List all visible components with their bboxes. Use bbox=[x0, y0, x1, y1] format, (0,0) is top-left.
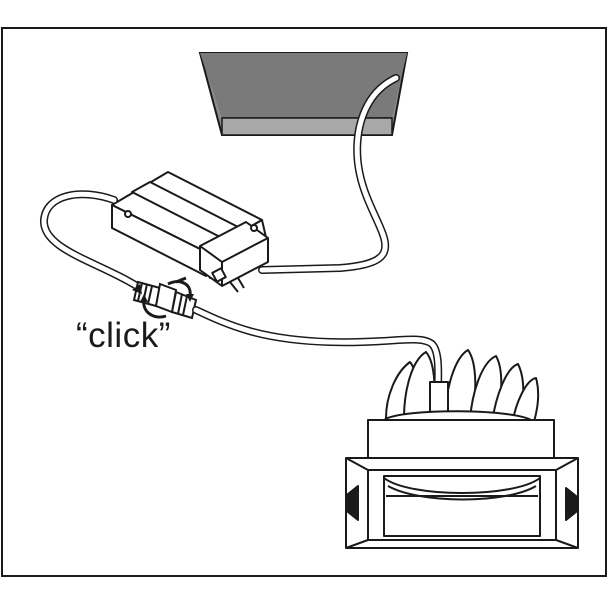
driver-cable bbox=[40, 190, 144, 292]
led-driver-box bbox=[111, 171, 269, 293]
lamp-cable bbox=[192, 306, 443, 392]
click-connector bbox=[132, 280, 198, 320]
recessed-square-downlight bbox=[345, 349, 579, 549]
rotate-arrows-icon bbox=[132, 276, 194, 319]
click-caption: “click” bbox=[76, 316, 171, 355]
ceiling-opening bbox=[198, 52, 409, 136]
ceiling-cable bbox=[258, 74, 400, 274]
